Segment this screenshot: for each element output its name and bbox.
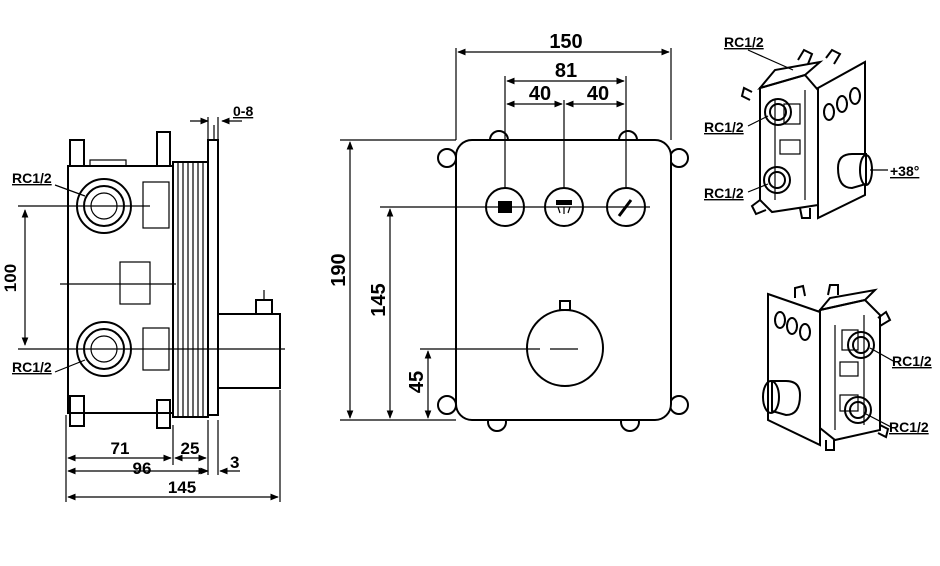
side-port-top-label: RC1/2 [12,170,52,186]
iso-view-top: RC1/2 RC1/2 RC1/2 +38° [704,34,919,220]
iso-top-port-label-left: RC1/2 [704,119,744,135]
side-tab-top-left [69,139,85,167]
side-wall-plate [207,139,219,416]
side-dim-25: 25 [181,439,200,458]
side-handle-knob [255,299,273,315]
front-dim-45: 45 [406,371,428,393]
iso-top-box [759,73,819,214]
side-thread-lines [177,162,204,417]
iso-top-lugs [740,48,842,219]
side-tab-bottom-left [69,395,85,427]
front-view: 150 81 40 40 190 145 45 [328,31,689,432]
front-dim-40-left: 40 [529,83,551,105]
side-dim-96: 96 [133,459,152,478]
front-dim-145: 145 [368,283,390,316]
side-dim-71: 71 [111,439,130,458]
side-inner-block [119,261,151,305]
iso-bottom-buttons [774,311,811,341]
front-dim-150: 150 [549,31,582,53]
iso-bottom-port-lower [844,396,872,424]
iso-top-buttons [823,87,861,121]
side-dim-145: 145 [168,478,196,497]
iso-view-bottom: RC1/2 RC1/2 [762,284,932,451]
iso-bottom-lugs [794,284,892,451]
iso-top-angle-label: +38° [890,163,919,179]
front-dim-190: 190 [328,253,350,286]
side-port-bottom-label: RC1/2 [12,359,52,375]
iso-top-port-label-bottom: RC1/2 [704,185,744,201]
front-dim-81: 81 [555,60,577,82]
iso-top-knob [836,153,888,190]
side-tab-bottom-right [156,399,171,429]
side-dim-3: 3 [230,453,239,472]
iso-bottom-port-upper [847,331,875,359]
iso-top-port-lower [763,166,791,194]
iso-top-plate [817,60,866,220]
side-tab-top-right [156,131,171,167]
side-dim-100: 100 [1,264,20,292]
front-thermostat-knob [526,300,604,387]
iso-top-port-upper [764,98,792,126]
iso-top-port-label-top: RC1/2 [724,34,764,50]
side-handle [217,313,281,389]
iso-bottom-port-label-bottom: RC1/2 [889,419,929,435]
side-inner-block-top [142,181,170,229]
front-dim-40-right: 40 [587,83,609,105]
side-top-cap [89,159,127,167]
side-view: 100 RC1/2 RC1/2 0-8 71 25 96 3 145 [1,103,285,502]
side-dim-0-8: 0-8 [233,103,253,119]
iso-bottom-port-label-top: RC1/2 [892,353,932,369]
iso-bottom-knob [762,372,802,417]
